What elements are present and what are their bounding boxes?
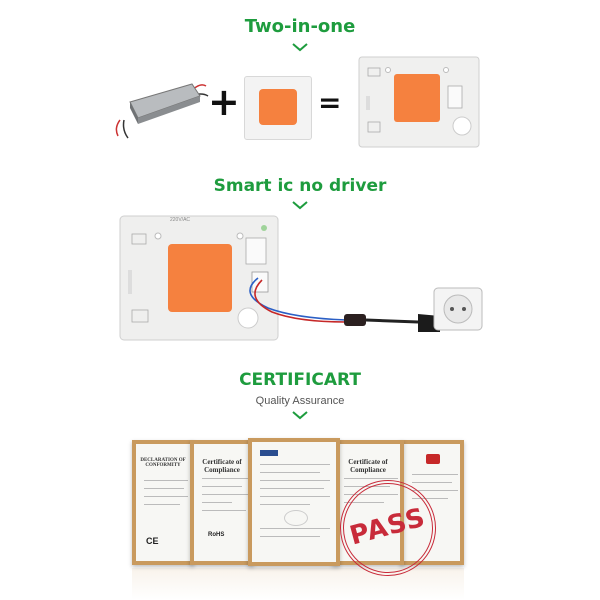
section-heading-two-in-one: Two-in-one: [244, 16, 356, 37]
section-heading-smart-ic: Smart ic no driver: [213, 176, 387, 196]
quality-assurance-subheading: Quality Assurance: [255, 395, 345, 407]
led-board-image: [358, 56, 480, 148]
certificate-title: Certificate of Compliance: [348, 458, 388, 474]
pass-stamp-text: PASS: [346, 502, 429, 552]
rohs-mark: RoHS: [208, 532, 225, 538]
certificate-title: Certificate of Compliance: [202, 458, 242, 474]
led-emitter: [259, 89, 297, 125]
ce-mark: CE: [146, 536, 159, 546]
board-voltage-label: 220V/AC: [170, 217, 191, 223]
chevron-down-icon: [292, 411, 308, 420]
led-chip-image: [244, 76, 312, 140]
chevron-down-icon: [292, 43, 308, 52]
section-heading-certificart: CERTIFICART: [239, 370, 361, 390]
equals-sign: =: [318, 86, 342, 119]
chevron-down-icon: [292, 201, 308, 210]
certificate-3: [248, 438, 340, 566]
certificate-title: DECLARATION OF CONFORMITY: [140, 458, 186, 468]
certificate-reflection: [132, 568, 464, 600]
plus-sign: +: [208, 80, 240, 124]
smart-ic-board-image: [119, 215, 483, 341]
led-driver-image: [115, 83, 209, 139]
certificate-1: DECLARATION OF CONFORMITY CE: [132, 440, 194, 565]
certificate-2: Certificate of Compliance RoHS: [190, 440, 254, 565]
